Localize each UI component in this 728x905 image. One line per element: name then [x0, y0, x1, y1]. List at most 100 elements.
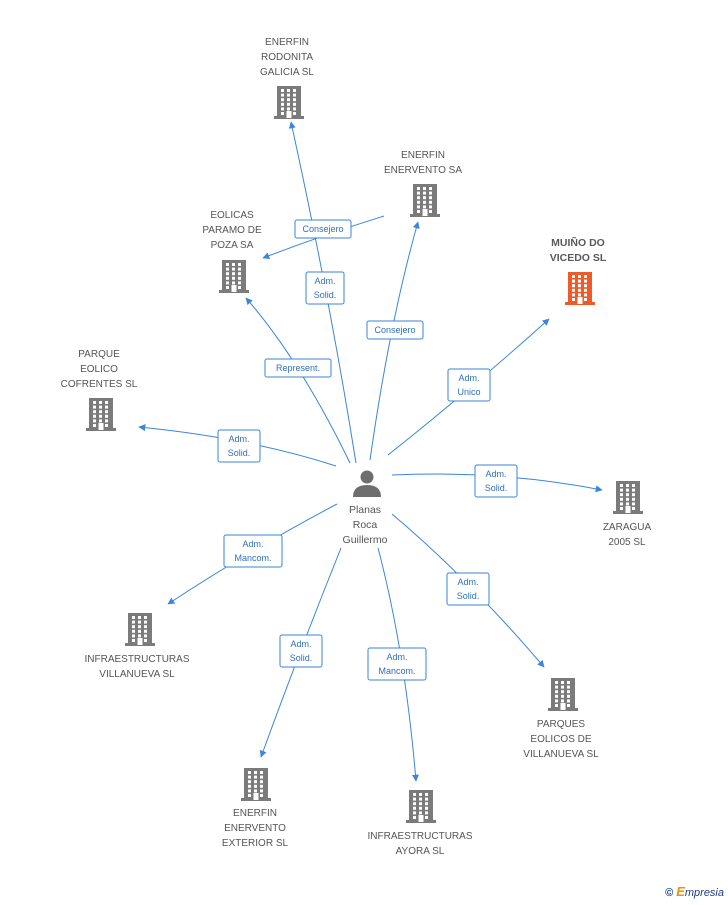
- relation-label-text: Unico: [457, 387, 480, 397]
- company-label: EOLICOS DE: [530, 734, 591, 745]
- company-label: INFRAESTRUCTURAS: [84, 654, 189, 665]
- relation-label: Adm. Unico: [447, 368, 491, 402]
- relation-label-text: Mancom.: [378, 666, 415, 676]
- building-icon: [274, 86, 304, 119]
- building-icon: [219, 260, 249, 293]
- relation-label-text: Mancom.: [234, 553, 271, 563]
- brand-watermark: ©Empresia: [665, 884, 724, 899]
- relation-label-text: Adm.: [242, 539, 263, 549]
- relation-label-box: [305, 271, 345, 305]
- company-node-enerfin-rodonita[interactable]: ENERFIN RODONITA GALICIA SL: [260, 37, 314, 119]
- relation-label-box: [223, 534, 283, 568]
- person-name-line: Planas: [349, 504, 381, 516]
- company-label: ENERVENTO: [224, 823, 286, 834]
- relation-label-box: [366, 320, 424, 340]
- company-label: VILLANUEVA SL: [523, 749, 599, 760]
- company-label: EOLICO: [80, 364, 118, 375]
- edges-layer: [138, 121, 603, 782]
- relation-label-text: Adm.: [228, 434, 249, 444]
- company-label: PARAMO DE: [202, 225, 262, 236]
- relation-label: Adm. Mancom.: [367, 647, 427, 681]
- company-node-enerfin-exterior[interactable]: ENERFIN ENERVENTO EXTERIOR SL: [222, 768, 289, 849]
- relation-label-text: Solid.: [457, 591, 480, 601]
- company-label: INFRAESTRUCTURAS: [367, 831, 472, 842]
- relation-label-text: Adm.: [386, 652, 407, 662]
- relation-label-box: [367, 647, 427, 681]
- relation-label: Adm. Solid.: [446, 572, 490, 606]
- building-icon: [565, 272, 595, 305]
- company-node-infra-villanueva[interactable]: INFRAESTRUCTURAS VILLANUEVA SL: [84, 613, 190, 680]
- company-label: EXTERIOR SL: [222, 838, 289, 849]
- company-label: COFRENTES SL: [61, 379, 138, 390]
- company-label: ENERVENTO SA: [384, 165, 462, 176]
- relation-label: Adm. Solid.: [474, 464, 518, 498]
- company-label: GALICIA SL: [260, 67, 314, 78]
- relation-label-text: Consejero: [374, 325, 415, 335]
- company-node-parques-villanueva[interactable]: PARQUES EOLICOS DE VILLANUEVA SL: [523, 678, 599, 760]
- brand-name: mpresia: [684, 887, 724, 899]
- relation-label: Adm. Solid.: [217, 429, 261, 463]
- company-label: ZARAGUA: [603, 522, 652, 533]
- company-label: PARQUE: [78, 349, 120, 360]
- relation-label-text: Adm.: [290, 639, 311, 649]
- edge-labels-layer: Adm.Solid.ConsejeroConsejeroRepresent.Ad…: [217, 219, 518, 681]
- company-label: RODONITA: [261, 52, 313, 63]
- relation-label-text: Adm.: [314, 276, 335, 286]
- relation-label-box: [294, 219, 352, 239]
- relation-label-box: [279, 634, 323, 668]
- relation-label-text: Adm.: [458, 373, 479, 383]
- company-label: MUIÑO DO: [551, 236, 605, 249]
- company-node-muino-vicedo[interactable]: MUIÑO DO VICEDO SL: [550, 236, 607, 305]
- person-name-line: Guillermo: [343, 534, 388, 546]
- relation-label-text: Solid.: [290, 653, 313, 663]
- relation-label-text: Consejero: [302, 224, 343, 234]
- company-label: VILLANUEVA SL: [99, 669, 175, 680]
- relation-label-text: Solid.: [314, 290, 337, 300]
- relation-label-text: Represent.: [276, 363, 320, 373]
- relation-label: Adm. Mancom.: [223, 534, 283, 568]
- relation-label: Consejero: [366, 320, 424, 340]
- building-icon: [86, 398, 116, 431]
- building-icon: [241, 768, 271, 801]
- relation-label-box: [217, 429, 261, 463]
- edge-eolicas-paramo: [245, 297, 351, 464]
- person-name-line: Roca: [353, 519, 378, 531]
- building-icon: [410, 184, 440, 217]
- company-label: ENERFIN: [233, 808, 277, 819]
- relation-label-box: [447, 368, 491, 402]
- relation-label-text: Solid.: [485, 483, 508, 493]
- company-label: 2005 SL: [608, 537, 646, 548]
- relation-label: Adm. Solid.: [279, 634, 323, 668]
- company-node-eolicas-paramo[interactable]: EOLICAS PARAMO DE POZA SA: [202, 210, 262, 293]
- relation-label-box: [446, 572, 490, 606]
- company-label: POZA SA: [211, 240, 254, 251]
- building-icon: [548, 678, 578, 711]
- company-label: PARQUES: [537, 719, 585, 730]
- relation-label-text: Adm.: [485, 469, 506, 479]
- relation-label: Adm. Solid.: [305, 271, 345, 305]
- company-label: EOLICAS: [210, 210, 254, 221]
- relation-label-box: [264, 358, 332, 378]
- edge-enerfin-enervento: [369, 221, 420, 461]
- relation-label-box: [474, 464, 518, 498]
- building-icon: [613, 481, 643, 514]
- relation-label-text: Adm.: [457, 577, 478, 587]
- company-node-parque-cofrentes[interactable]: PARQUE EOLICO COFRENTES SL: [61, 349, 138, 431]
- company-label: ENERFIN: [265, 37, 309, 48]
- building-icon: [406, 790, 436, 823]
- relation-label-text: Solid.: [228, 448, 251, 458]
- company-label: AYORA SL: [396, 846, 445, 857]
- person-icon: [353, 470, 381, 497]
- relation-label: Consejero: [294, 219, 352, 239]
- company-node-zaragua[interactable]: ZARAGUA 2005 SL: [603, 481, 652, 548]
- brand-initial: E: [676, 884, 685, 899]
- company-node-infra-ayora[interactable]: INFRAESTRUCTURAS AYORA SL: [367, 790, 473, 857]
- building-icon: [125, 613, 155, 646]
- relation-label: Represent.: [264, 358, 332, 378]
- copyright-symbol: ©: [665, 887, 674, 899]
- company-label: VICEDO SL: [550, 252, 607, 264]
